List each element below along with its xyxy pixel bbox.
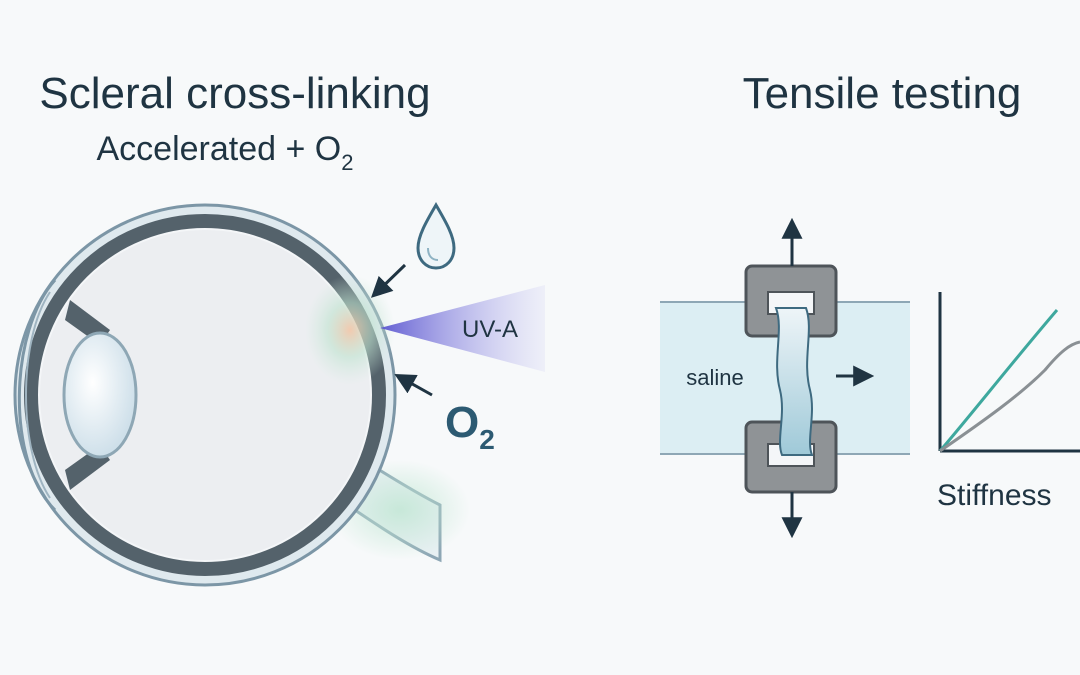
oxygen-label: O2: [445, 398, 495, 455]
subtitle-subscript: 2: [341, 150, 353, 175]
lens: [62, 331, 138, 459]
uv-label: UV-A: [462, 316, 518, 343]
oxygen-arrow: [394, 373, 433, 397]
left-title: Scleral cross-linking: [39, 69, 430, 118]
left-subtitle: Accelerated + O2: [97, 130, 354, 175]
subtitle-prefix: Accelerated + O: [97, 130, 342, 168]
right-title: Tensile testing: [743, 69, 1022, 118]
scleral-strip: [774, 307, 814, 456]
stress-strain-graph: [938, 292, 1080, 453]
stiffness-label: Stiffness: [937, 479, 1052, 512]
eye-globe: [13, 203, 397, 587]
drop-arrow: [370, 263, 407, 298]
curve-control: [939, 340, 1080, 453]
curve-crosslinked: [938, 309, 1059, 452]
riboflavin-drop-icon: [416, 202, 456, 270]
uv-a-beam: UV-A: [380, 285, 545, 372]
treatment-zone: [305, 275, 395, 385]
saline-label: saline: [686, 365, 743, 390]
